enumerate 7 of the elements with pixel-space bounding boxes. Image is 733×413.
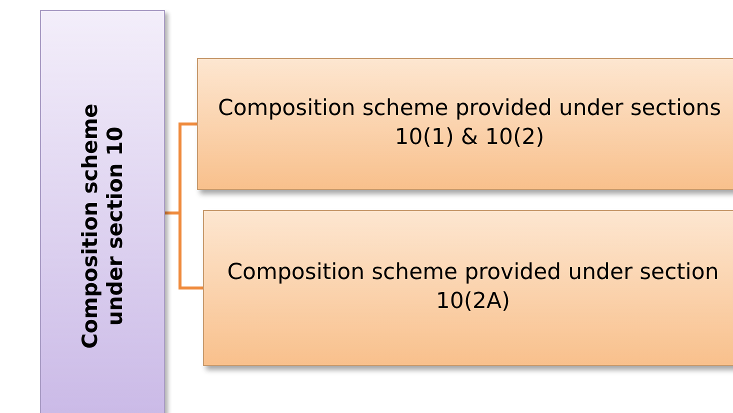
box-label: Composition scheme provided under section 10(2A) bbox=[226, 259, 720, 316]
process-box bbox=[197, 58, 733, 190]
connector-line bbox=[165, 212, 203, 290]
category-box bbox=[40, 10, 165, 413]
box-label: Composition scheme provided under sections 10(1) & 10(2) bbox=[216, 95, 722, 152]
box-label: Composition scheme under section 10 bbox=[77, 102, 128, 351]
process-box bbox=[203, 210, 733, 366]
